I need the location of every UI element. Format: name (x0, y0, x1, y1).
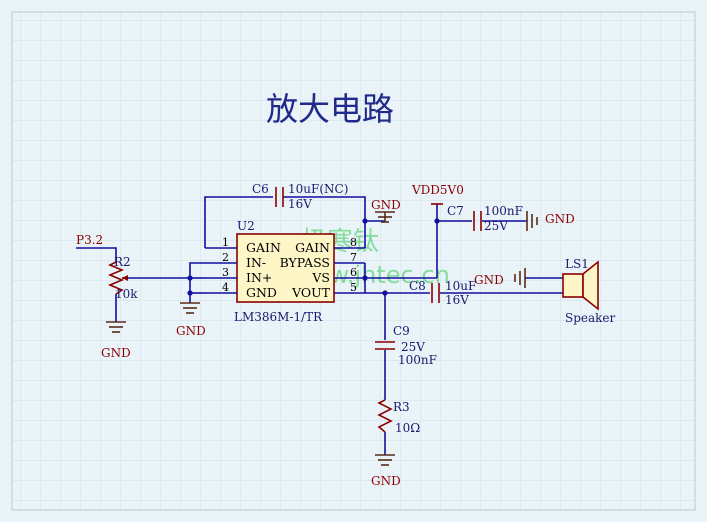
pin-num-4: 4 (222, 281, 229, 294)
c8-value: 10uF (445, 279, 476, 293)
capacitor-c8[interactable]: C8 10uF 16V (409, 279, 476, 307)
pin-label-bypass: BYPASS (280, 255, 330, 270)
resistor-r3[interactable]: R3 10Ω (377, 399, 420, 435)
wires (76, 196, 563, 455)
c7-value: 100nF (484, 204, 523, 218)
capacitor-c7[interactable]: C7 100nF 25V (447, 204, 523, 233)
net-input-p32: P3.2 (76, 233, 103, 247)
speaker-cone-icon (582, 260, 599, 311)
power-vdd5v0: VDD5V0 (411, 183, 464, 205)
pin-label-vout: VOUT (291, 285, 331, 300)
capacitor-c6[interactable]: C6 10uF(NC) 16V (252, 182, 348, 211)
ground-r2: GND (101, 321, 131, 360)
pin-num-7: 7 (350, 251, 357, 264)
c8-voltage: 16V (445, 293, 469, 307)
pin-label-vs: VS (311, 270, 330, 285)
c7-voltage: 25V (484, 219, 508, 233)
ls1-value: Speaker (565, 311, 616, 325)
c8-ref: C8 (409, 279, 426, 293)
pin-num-6: 6 (350, 266, 357, 279)
r3-ref: R3 (393, 400, 410, 414)
ls1-ref: LS1 (565, 257, 589, 271)
c6-ref: C6 (252, 182, 269, 196)
speaker-ls1[interactable]: LS1 Speaker (562, 257, 616, 325)
c6-voltage: 16V (288, 197, 312, 211)
pin-num-1: 1 (222, 236, 229, 249)
ic-part: LM386M-1/TR (234, 310, 323, 324)
gnd-label-ic: GND (176, 324, 206, 338)
gnd-label-r2: GND (101, 346, 131, 360)
pin-num-8: 8 (350, 236, 357, 249)
c9-voltage: 25V (401, 340, 425, 354)
ic-ref: U2 (237, 219, 255, 233)
r2-value: 10k (115, 287, 138, 301)
pin-label-in-plus: IN+ (246, 270, 272, 285)
p32-label: P3.2 (76, 233, 103, 247)
ground-c7: GND (526, 211, 575, 231)
ground-r3: GND (371, 454, 401, 488)
ic-body (236, 233, 335, 303)
pin-label-gain-8: GAIN (295, 240, 330, 255)
pin-num-5: 5 (350, 281, 357, 294)
gnd-label-pin8: GND (371, 198, 401, 212)
pin-num-3: 3 (222, 266, 229, 279)
r2-ref: R2 (114, 255, 131, 269)
pin-num-2: 2 (222, 251, 229, 264)
c9-ref: C9 (393, 324, 410, 338)
pin-label-gain-1: GAIN (246, 240, 281, 255)
potentiometer-r2[interactable]: R2 10k (107, 255, 138, 301)
ground-speaker: GND (474, 268, 526, 288)
ic-u2[interactable]: U2 LM386M-1/TR GAIN IN- IN+ GND GAIN BYP… (222, 219, 357, 324)
c9-value: 100nF (398, 353, 437, 367)
pin-label-gnd: GND (246, 285, 277, 300)
pin-label-in-minus: IN- (246, 255, 266, 270)
ground-ic-pin4: GND (176, 302, 206, 338)
ground-pin8: GND (371, 198, 401, 223)
capacitor-c9[interactable]: C9 25V 100nF (375, 324, 437, 367)
junctions (187, 218, 440, 296)
c7-ref: C7 (447, 204, 464, 218)
gnd-label-speaker: GND (474, 273, 504, 287)
gnd-label-r3: GND (371, 474, 401, 488)
c6-value: 10uF(NC) (288, 182, 348, 196)
r3-value: 10Ω (395, 421, 420, 435)
vdd-label: VDD5V0 (411, 183, 464, 197)
gnd-label-c7: GND (545, 212, 575, 226)
schematic-title: 放大电路 (266, 90, 394, 128)
grid-background (11, 11, 696, 511)
speaker-body (562, 273, 584, 298)
